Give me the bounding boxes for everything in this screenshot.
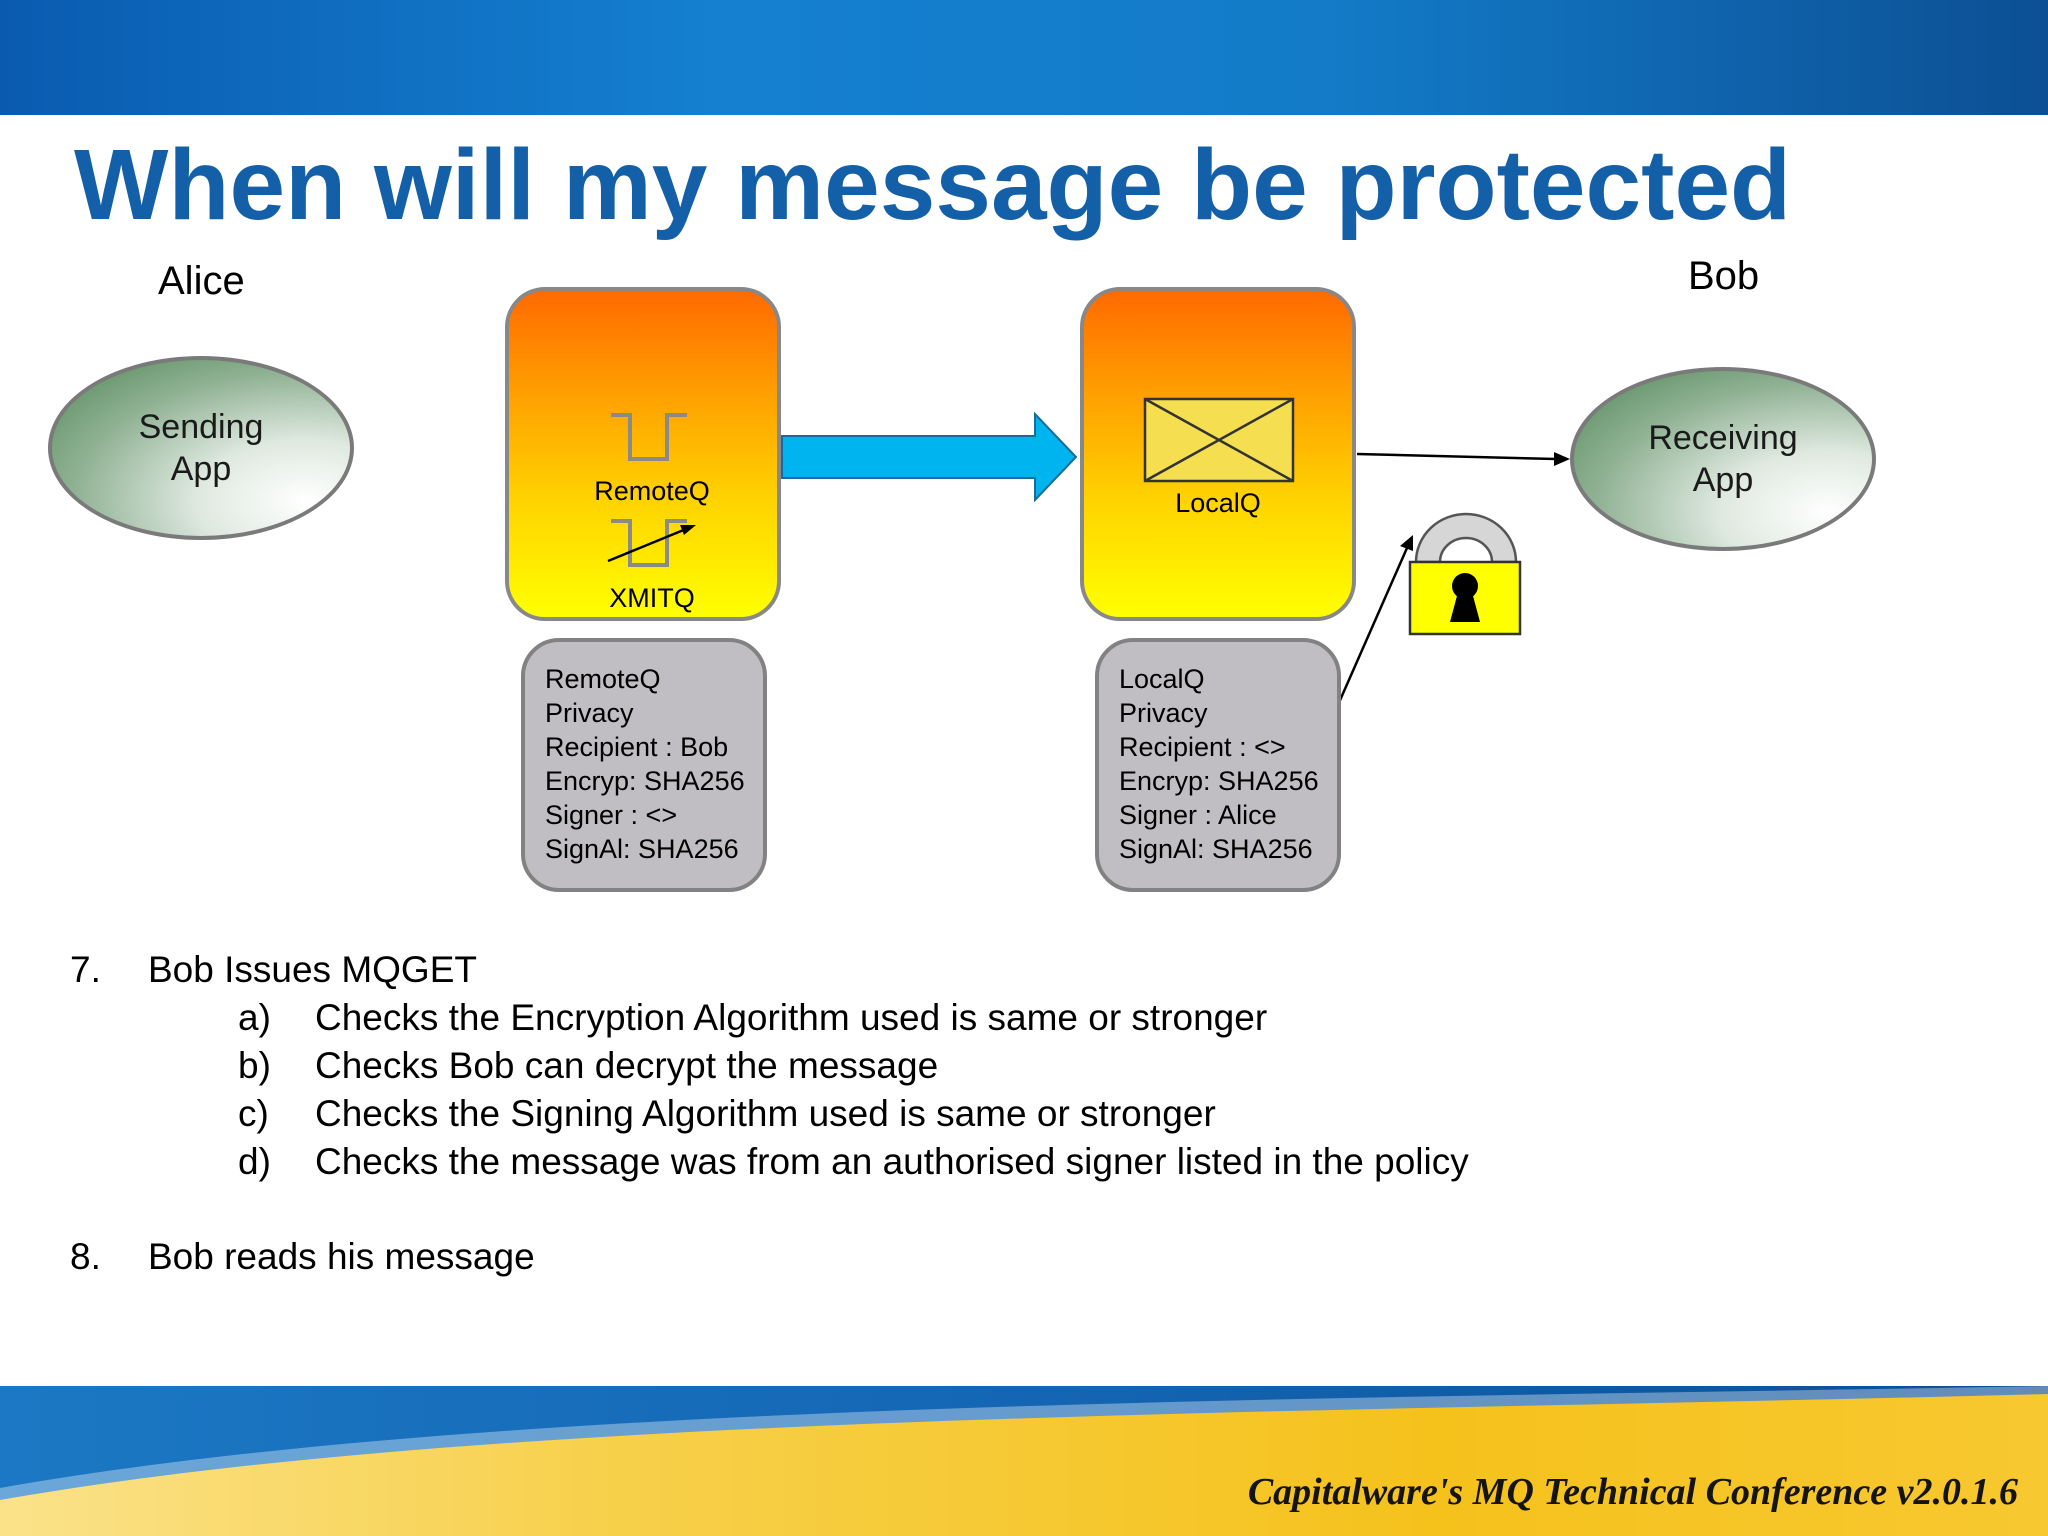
substep-text: Checks Bob can decrypt the message [315, 1045, 939, 1086]
receiver-queue-manager: LocalQ [1080, 287, 1356, 621]
policy-line: SignAl: SHA256 [545, 834, 739, 864]
slide-title: When will my message be protected [74, 129, 1792, 241]
step-text: Bob Issues MQGET [148, 949, 477, 990]
policy-line: Signer : <> [545, 800, 678, 830]
policy-line: Recipient : <> [1119, 732, 1286, 762]
footer-conference-title: Capitalware's MQ Technical Conference v2… [1247, 1471, 2018, 1513]
envelope-icon [1143, 397, 1295, 483]
policy-line: Privacy [545, 698, 634, 728]
transfer-arrow [781, 412, 1078, 502]
remote-queue-label: RemoteQ [594, 476, 710, 506]
sender-queue-manager: RemoteQ XMITQ [505, 287, 781, 621]
padlock-icon [1408, 512, 1522, 636]
policy-line: SignAl: SHA256 [1119, 834, 1313, 864]
substep-text: Checks the Encryption Algorithm used is … [315, 997, 1268, 1038]
receiver-name: Bob [1688, 254, 1760, 298]
policy-line: Recipient : Bob [545, 732, 729, 762]
transmission-queue-label: XMITQ [609, 583, 695, 613]
receiver-policy-box: LocalQ Privacy Recipient : <> Encryp: SH… [1095, 638, 1341, 892]
header-bar [0, 0, 2048, 115]
local-queue-label: LocalQ [1175, 488, 1261, 518]
sender-policy-box: RemoteQ Privacy Recipient : Bob Encryp: … [521, 638, 767, 892]
substep-letter: c) [238, 1093, 269, 1134]
sending-app-node: Sending App [48, 356, 354, 540]
policy-line: Encryp: SHA256 [545, 766, 745, 796]
substep-text: Checks the message was from an authorise… [315, 1141, 1469, 1182]
substep-letter: a) [238, 997, 271, 1038]
policy-line: LocalQ [1119, 664, 1205, 694]
policy-line: Privacy [1119, 698, 1208, 728]
policy-line: Signer : Alice [1119, 800, 1277, 830]
substep-text: Checks the Signing Algorithm used is sam… [315, 1093, 1216, 1134]
step-number: 8. [70, 1236, 101, 1277]
policy-line: RemoteQ [545, 664, 661, 694]
policy-line: Encryp: SHA256 [1119, 766, 1319, 796]
sending-app-label: Sending App [138, 408, 264, 488]
footer-band [0, 1386, 2048, 1536]
step-text: Bob reads his message [148, 1236, 535, 1277]
sender-name: Alice [158, 259, 245, 303]
step-number: 7. [70, 949, 101, 990]
receiving-app-node: Receiving App [1570, 367, 1876, 551]
substep-letter: b) [238, 1045, 271, 1086]
transmission-queue-icon [607, 519, 696, 567]
receiving-app-label: Receiving App [1648, 419, 1798, 499]
substep-letter: d) [238, 1141, 271, 1182]
remote-queue-icon [611, 413, 687, 461]
